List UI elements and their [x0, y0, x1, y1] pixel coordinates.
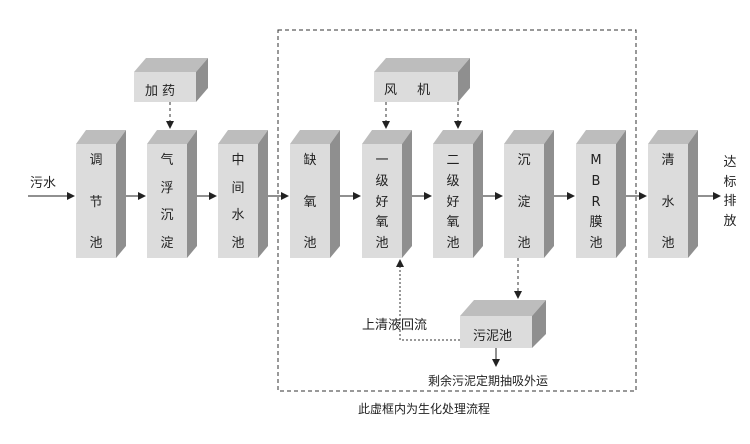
stage-label-aerobic2: 二级好氧池	[446, 153, 460, 251]
sludge-tank-box	[460, 300, 546, 348]
stage-label-intermediate: 中间水池	[231, 153, 245, 251]
stage-box-intermediate	[218, 130, 268, 258]
stage-label-clear: 清水池	[661, 153, 675, 251]
stage-label-anoxic: 缺氧池	[303, 153, 317, 251]
boundary-note: 此虚框内为生化处理流程	[358, 402, 491, 416]
stage-box-aerobic2	[433, 130, 483, 258]
stage-box-settling	[504, 130, 554, 258]
stage-box-flotation	[147, 130, 197, 258]
stage-box-mbr	[576, 130, 626, 258]
stage-label-aerobic1: 一级好氧池	[375, 153, 389, 251]
return-flow-line	[396, 259, 460, 341]
stage-box-regulating	[76, 130, 126, 258]
outflow-label: 达标排放	[723, 155, 737, 229]
stage-box-aerobic1	[362, 130, 412, 258]
dosing-box	[134, 58, 208, 102]
stage-label-regulating: 调节池	[89, 153, 103, 251]
stage-box-clear	[648, 130, 698, 258]
sludge-disposal-label: 剩余污泥定期抽吸外运	[428, 374, 549, 388]
dosing-label: 加药	[145, 84, 180, 99]
sludge-tank-label: 污泥池	[473, 329, 513, 344]
blower-box	[374, 58, 470, 102]
stage-label-settling: 沉淀池	[517, 153, 531, 251]
blower-label: 风 机	[384, 83, 439, 98]
biochemical-boundary	[277, 29, 637, 392]
return-flow-label: 上清液回流	[362, 318, 428, 333]
stage-label-flotation: 气浮沉淀	[160, 153, 174, 251]
stage-box-anoxic	[290, 130, 340, 258]
inflow-label: 污水	[30, 176, 57, 191]
